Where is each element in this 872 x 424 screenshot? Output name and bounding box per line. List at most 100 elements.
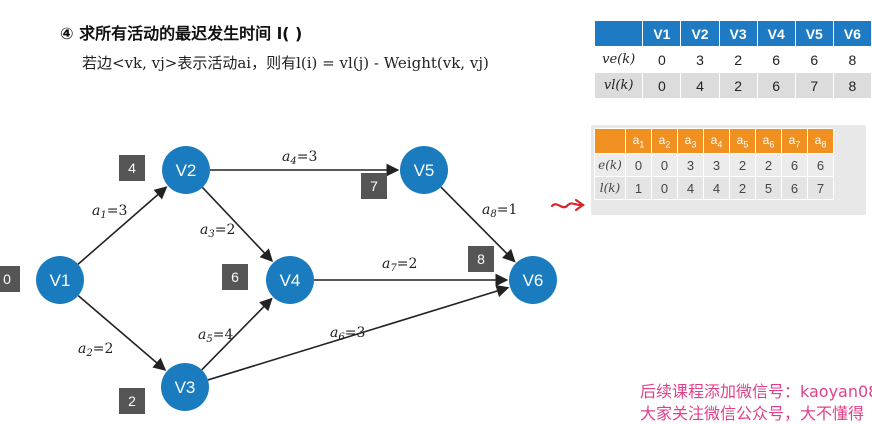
node-v5 [400,146,448,194]
node-v6 [509,256,557,304]
edge-label-a7: a7=2 [382,256,417,274]
activity-table-header-a7: a7 [781,128,808,154]
activity-table-cell: 0 [625,153,652,177]
edge-v3-v6 [207,284,510,381]
vertex-table-header-v2: V2 [680,20,720,47]
node-tag-v4 [222,264,248,290]
vertex-table-cell: 6 [756,46,796,73]
activity-table-row-label: e(k) [594,153,626,177]
vertex-table-header-v6: V6 [832,20,872,47]
node-label-v6: V6 [523,271,544,290]
vertex-table-cell: 6 [756,72,796,99]
node-label-v4: V4 [280,271,301,290]
activity-table-cell: 1 [625,176,652,200]
activity-table-cell: 2 [755,153,782,177]
node-tag-value-v3: 2 [128,393,136,409]
activity-table-cell: 2 [729,176,756,200]
edge-label-a3: a3=2 [200,222,235,240]
edge-label-a4: a4=3 [282,149,317,167]
node-tag-value-v6: 8 [477,251,485,267]
activity-table-cell: 6 [807,153,834,177]
section-heading: ④ 求所有活动的最迟发生时间 l( ) [60,24,303,43]
node-tag-v3 [119,388,145,414]
vertex-table-header-v1: V1 [642,20,682,47]
edge-v1-v2 [77,186,168,265]
vertex-table-cell: 4 [680,72,720,99]
activity-table-row-label: l(k) [594,176,626,200]
node-tag-v1 [0,266,20,292]
activity-table-cell: 7 [807,176,834,200]
node-v3 [161,363,209,411]
vertex-table-cell: 3 [680,46,720,73]
activity-table-header-a3: a3 [677,128,704,154]
vertex-table-cell: 2 [718,72,758,99]
activity-table-header-a4: a4 [703,128,730,154]
watermark-text: 后续课程添加微信号：kaoyan08 [640,382,872,401]
node-v1 [36,256,84,304]
edge-label-a6: a6=3 [330,325,365,343]
vertex-table-row-label: ve(k) [593,46,644,73]
vertex-table-row-label: vl(k) [593,72,644,99]
edge-v3-v4 [201,297,273,371]
aoe-network-diagram: a1=3 a2=2 a3=2 a4=3 a5=4 a6=3 a7=2 a8=1V1 0 V2 4V3… [0,146,557,414]
node-v2 [162,146,210,194]
node-label-v1: V1 [50,271,71,290]
formula-text: 若边<vk, vj>表示活动ai，则有l(i) = vl(j) - Weight… [82,54,489,72]
node-label-v2: V2 [176,161,197,180]
vertex-table-cell: 8 [832,72,872,99]
edge-label-a2: a2=2 [78,341,113,359]
activity-table-cell: 0 [651,153,678,177]
vertex-table-header-v3: V3 [718,20,758,47]
vertex-table-corner [593,20,644,47]
handwritten-arrow-icon [550,198,585,212]
edge-v5-v6 [440,186,516,263]
activity-table-header-a8: a8 [807,128,834,154]
activity-table-cell: 6 [781,176,808,200]
activity-table-header-a6: a6 [755,128,782,154]
edge-v2-v4 [201,186,274,263]
activity-table-cell: 5 [755,176,782,200]
activity-table-cell: 4 [677,176,704,200]
activity-table-cell: 3 [677,153,704,177]
activity-table-cell: 6 [781,153,808,177]
activity-table-cell: 4 [703,176,730,200]
node-tag-value-v5: 7 [370,178,378,194]
node-tag-v6 [468,246,494,272]
edge-label-a5: a5=4 [198,327,233,345]
activity-table-header-a1: a1 [625,128,652,154]
node-label-v5: V5 [414,161,435,180]
vertex-table-cell: 0 [642,46,682,73]
activity-table-corner [594,128,626,154]
activity-table-cell: 2 [729,153,756,177]
node-tag-v5 [361,173,387,199]
vertex-table-header-v5: V5 [794,20,834,47]
vertex-table-cell: 2 [718,46,758,73]
vertex-table-cell: 7 [794,72,834,99]
activity-table-header-a5: a5 [729,128,756,154]
edge-v1-v3 [77,294,167,371]
node-label-v3: V3 [175,378,196,397]
edge-label-a1: a1=3 [92,203,127,221]
node-v4 [266,256,314,304]
activity-table-cell: 0 [651,176,678,200]
node-tag-value-v2: 4 [128,160,136,176]
vertex-table-cell: 6 [794,46,834,73]
watermark-text-2: 大家关注微信公众号，大不懂得 [640,404,865,423]
activity-table-cell: 3 [703,153,730,177]
edge-label-a8: a8=1 [482,202,517,220]
activity-table-header-a2: a2 [651,128,678,154]
vertex-table-header-v4: V4 [756,20,796,47]
node-tag-v2 [119,155,145,181]
vertex-table-cell: 8 [832,46,872,73]
node-tag-value-v1: 0 [3,271,11,287]
node-tag-value-v4: 6 [231,269,239,285]
vertex-table-cell: 0 [642,72,682,99]
